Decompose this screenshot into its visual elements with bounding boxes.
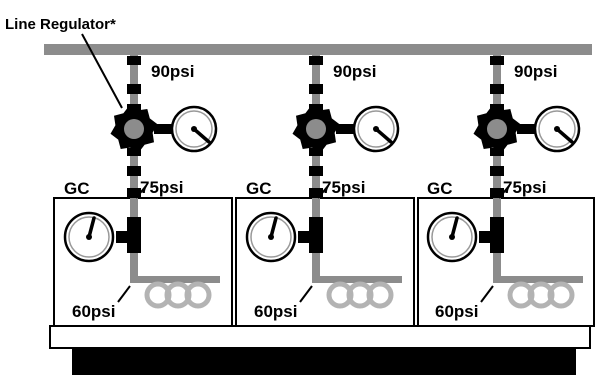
outlet-pressure-label: 60psi — [435, 302, 478, 321]
pipe-fitting — [309, 148, 323, 156]
gc-internal-pipe — [130, 276, 220, 283]
regulator-knob-center — [487, 119, 507, 139]
pipe-fitting — [127, 56, 141, 65]
pipe-fitting — [127, 84, 141, 94]
outlet-label-leader — [480, 285, 494, 303]
pipe-fitting — [127, 166, 141, 176]
gauge-connector — [154, 124, 172, 134]
pipe-fitting — [309, 104, 323, 112]
coil-loop — [547, 281, 575, 309]
inlet-pressure-label: 75psi — [322, 178, 365, 197]
pipe-fitting — [309, 56, 323, 65]
outlet-label-leader — [117, 285, 131, 303]
supply-manifold-pipe — [44, 44, 592, 55]
pipe-fitting — [490, 56, 504, 65]
pipe-fitting — [490, 148, 504, 156]
pipe-fitting — [309, 166, 323, 176]
regulator-unit — [110, 55, 220, 309]
gc-label: GC — [64, 179, 90, 198]
gc-internal-pipe — [312, 276, 402, 283]
tee-fitting — [127, 217, 141, 253]
pipe-fitting — [127, 104, 141, 112]
coil-loop — [184, 281, 212, 309]
gc-gauge-pivot — [268, 234, 274, 240]
pipe-fitting — [127, 148, 141, 156]
regulator-gauge-pivot — [373, 126, 379, 132]
supply-pressure-label: 90psi — [514, 62, 557, 81]
gc-label: GC — [246, 179, 272, 198]
bench-top — [49, 325, 591, 349]
pipe-fitting — [309, 84, 323, 94]
bench-base — [72, 348, 576, 375]
tee-fitting — [309, 217, 323, 253]
gc-gauge-needle — [87, 216, 96, 239]
gc-gauge-pivot — [86, 234, 92, 240]
outlet-label-leader — [299, 285, 313, 303]
regulator-unit — [473, 55, 583, 309]
pipe-fitting — [490, 84, 504, 94]
tee-fitting — [490, 217, 504, 253]
pipe-fitting — [490, 166, 504, 176]
regulator-unit — [292, 55, 402, 309]
regulator-gauge-pivot — [554, 126, 560, 132]
gauge-connector — [298, 231, 312, 243]
supply-pressure-label: 90psi — [333, 62, 376, 81]
inlet-label-leader — [135, 185, 147, 199]
gc-gauge-pivot — [449, 234, 455, 240]
outlet-pressure-label: 60psi — [72, 302, 115, 321]
regulator-gauge-needle — [192, 127, 211, 144]
pipe-fitting — [490, 104, 504, 112]
inlet-label-leader — [317, 185, 329, 199]
pipe-fitting — [490, 188, 504, 198]
inlet-pressure-label: 75psi — [503, 178, 546, 197]
pipe-fitting — [127, 188, 141, 198]
regulator-gauge-needle — [555, 127, 574, 144]
gauge-connector — [336, 124, 354, 134]
line-regulator-label: Line Regulator* — [5, 16, 116, 33]
regulator-knob-center — [124, 119, 144, 139]
regulator-gauge-needle — [374, 127, 393, 144]
gc-internal-pipe — [493, 276, 583, 283]
gc-gauge-needle — [450, 216, 459, 239]
gauge-connector — [116, 231, 130, 243]
outlet-pressure-label: 60psi — [254, 302, 297, 321]
gc-label: GC — [427, 179, 453, 198]
regulator-knob-center — [306, 119, 326, 139]
pipe-fitting — [309, 188, 323, 198]
inlet-label-leader — [498, 185, 510, 199]
gauge-connector — [479, 231, 493, 243]
gc-gauge-needle — [269, 216, 278, 239]
regulator-gauge-pivot — [191, 126, 197, 132]
gauge-connector — [517, 124, 535, 134]
line-regulator-leader — [81, 33, 123, 109]
supply-pressure-label: 90psi — [151, 62, 194, 81]
coil-loop — [366, 281, 394, 309]
inlet-pressure-label: 75psi — [140, 178, 183, 197]
